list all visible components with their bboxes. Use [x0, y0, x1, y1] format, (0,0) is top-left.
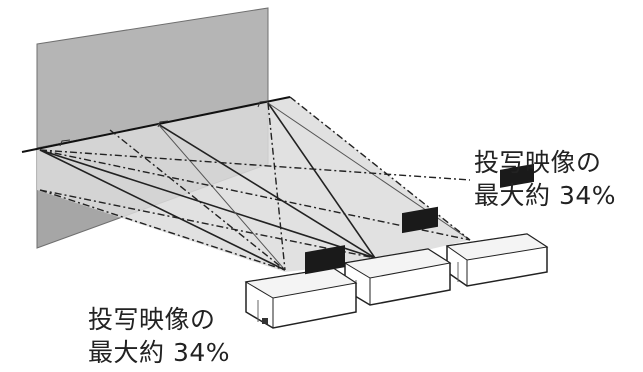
right-angle-marker — [59, 139, 71, 147]
caption-left-line1: 投写映像の — [88, 305, 216, 334]
caption-left-line2: 最大約 34% — [88, 338, 231, 367]
caption-left: 投写映像の 最大約 34% — [88, 303, 230, 369]
caption-right-line2: 最大約 34% — [474, 181, 617, 210]
projection-lines-dashed — [39, 96, 471, 271]
projector-icon — [244, 245, 358, 329]
right-angle-marker — [257, 100, 269, 108]
projection-lines-solid — [39, 102, 376, 271]
screen-base-line — [21, 96, 291, 153]
projector-icon — [343, 206, 452, 306]
caption-right-line1: 投写映像の — [474, 148, 602, 177]
caption-right: 投写映像の 最大約 34% — [474, 146, 616, 212]
projector-icon — [445, 163, 549, 287]
projection-light-area — [37, 97, 470, 272]
